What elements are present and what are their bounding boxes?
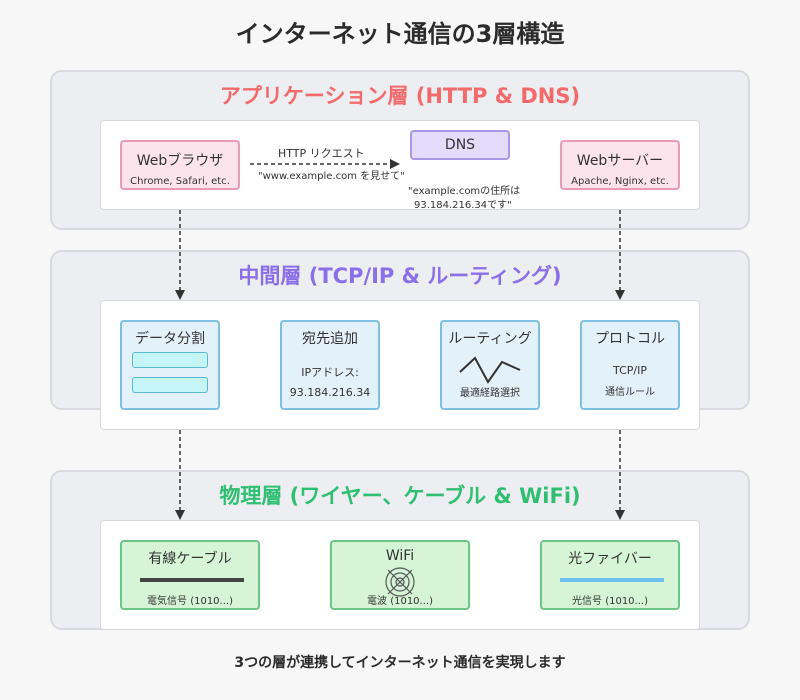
web-server-box: Webサーバー Apache, Nginx, etc. bbox=[560, 140, 680, 190]
wifi-label: WiFi bbox=[385, 548, 415, 564]
dns-box: DNS bbox=[410, 130, 510, 160]
application-layer-title: アプリケーション層 (HTTP & DNS) bbox=[219, 84, 581, 108]
web-server-sub: Apache, Nginx, etc. bbox=[571, 176, 669, 187]
destination-label: 宛先追加 bbox=[302, 331, 358, 347]
protocol-line1: TCP/IP bbox=[613, 364, 647, 377]
destination-box: 宛先追加 IPアドレス: 93.184.216.34 bbox=[280, 320, 380, 410]
optical-fiber-sub: 光信号 (1010...) bbox=[572, 596, 648, 607]
wired-cable-label: 有線ケーブル bbox=[148, 551, 232, 567]
optical-fiber-box: 光ファイバー 光信号 (1010...) bbox=[540, 540, 680, 610]
routing-sub: 最適経路選択 bbox=[460, 388, 520, 399]
data-segment-2 bbox=[132, 377, 208, 393]
protocol-box: プロトコル TCP/IP 通信ルール bbox=[580, 320, 680, 410]
dns-reply-line2: 93.184.216.34です" bbox=[414, 200, 512, 211]
web-browser-sub: Chrome, Safari, etc. bbox=[130, 176, 230, 187]
wired-cable-line bbox=[140, 578, 244, 582]
http-request-note: "www.example.com を見せて" bbox=[258, 171, 405, 182]
data-split-label: データ分割 bbox=[135, 331, 205, 347]
wired-cable-box: 有線ケーブル 電気信号 (1010...) bbox=[120, 540, 260, 610]
wired-cable-sub: 電気信号 (1010...) bbox=[147, 596, 233, 607]
dns-label: DNS bbox=[444, 137, 476, 153]
data-split-box: データ分割 bbox=[120, 320, 220, 410]
zigzag-route-icon bbox=[459, 356, 521, 384]
protocol-line2: 通信ルール bbox=[605, 387, 655, 398]
routing-label: ルーティング bbox=[448, 331, 532, 347]
web-browser-label: Webブラウザ bbox=[136, 153, 224, 169]
page-title: インターネット通信の3層構造 bbox=[235, 20, 565, 48]
wifi-antenna-icon bbox=[385, 567, 415, 597]
ip-address-value: 93.184.216.34 bbox=[289, 386, 371, 399]
dns-reply-line1: "example.comの住所は bbox=[408, 186, 521, 197]
web-browser-box: Webブラウザ Chrome, Safari, etc. bbox=[120, 140, 240, 190]
middle-layer-title: 中間層 (TCP/IP & ルーティング) bbox=[238, 264, 562, 288]
footer-caption: 3つの層が連携してインターネット通信を実現します bbox=[234, 655, 566, 671]
optical-fiber-label: 光ファイバー bbox=[568, 551, 652, 567]
wifi-sub: 電波 (1010...) bbox=[367, 596, 433, 607]
web-server-label: Webサーバー bbox=[576, 153, 664, 169]
ip-address-caption: IPアドレス: bbox=[301, 366, 359, 379]
http-request-label: HTTP リクエスト bbox=[278, 147, 365, 160]
optical-fiber-line bbox=[560, 578, 664, 582]
routing-box: ルーティング 最適経路選択 bbox=[440, 320, 540, 410]
physical-layer-title: 物理層 (ワイヤー、ケーブル & WiFi) bbox=[219, 484, 581, 508]
protocol-label: プロトコル bbox=[595, 331, 665, 347]
data-segment-1 bbox=[132, 352, 208, 368]
wifi-box: WiFi 電波 (1010...) bbox=[330, 540, 470, 610]
